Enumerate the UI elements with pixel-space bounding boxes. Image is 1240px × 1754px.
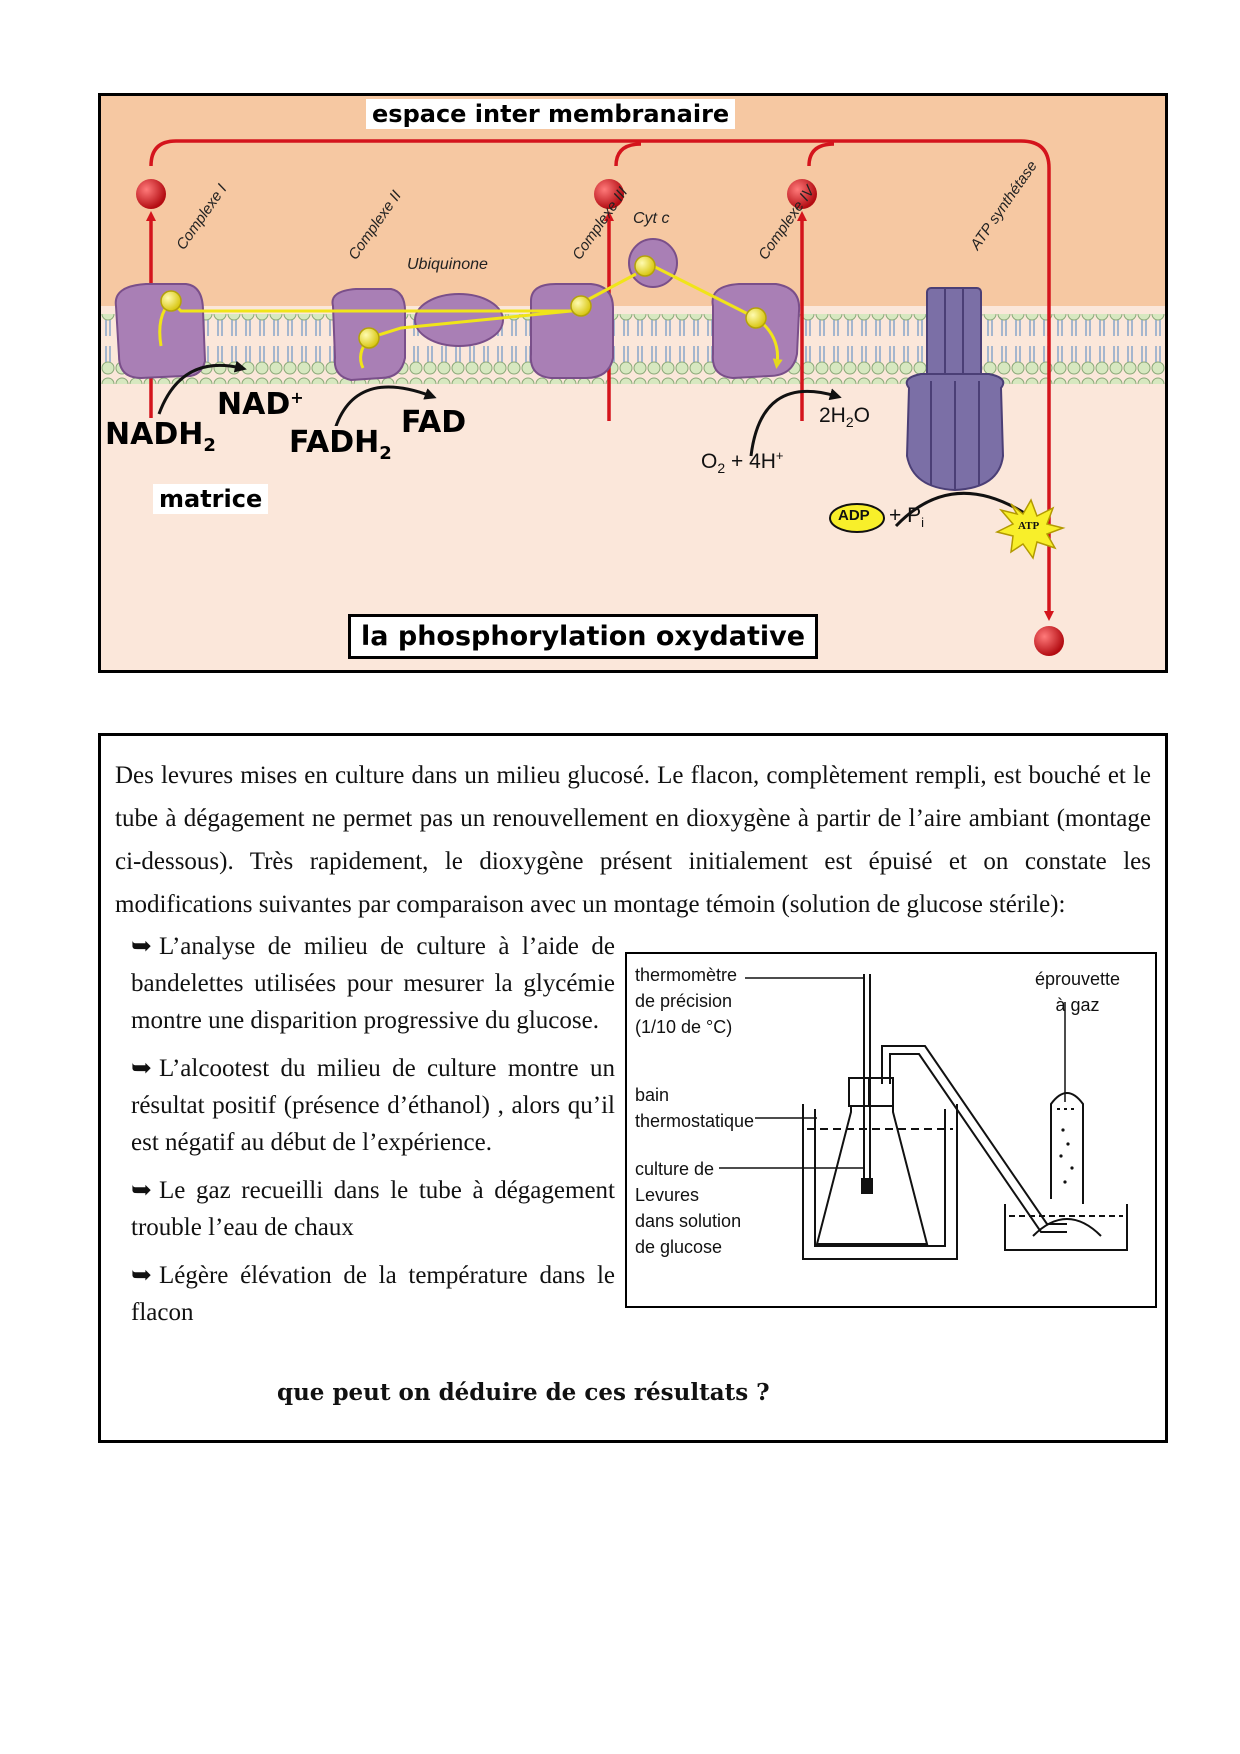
thermometer-label: thermomètre de précision (1/10 de °C)	[635, 965, 738, 1037]
observation-item: ➥Le gaz recueilli dans le tube à dégagem…	[131, 1172, 615, 1246]
bullet-arrow-icon: ➥	[131, 1177, 152, 1204]
adp-label: ADP	[838, 507, 870, 524]
adp-oval	[829, 503, 885, 533]
atp-synthase-protein	[905, 287, 1005, 492]
matrix-label: matrice	[153, 484, 269, 514]
diagram-drawing	[101, 96, 1165, 670]
gas-tube-label: éprouvette à gaz	[1035, 969, 1121, 1015]
nad-label: NAD+	[213, 388, 308, 422]
observations-list: ➥L’analyse de milieu de culture à l’aide…	[131, 928, 615, 1342]
cytc-label: Cyt c	[633, 210, 670, 227]
electron-carriers	[160, 255, 767, 349]
exercise-box: Des levures mises en culture dans un mil…	[98, 733, 1168, 1443]
fadh2-label: FADH2	[285, 426, 396, 465]
question-text: que peut on déduire de ces résultats ?	[277, 1379, 770, 1406]
complex-3-protein	[529, 283, 614, 379]
inner-membrane	[101, 314, 1165, 384]
nadh2-label: NADH2	[101, 418, 220, 457]
observation-item: ➥L’alcootest du milieu de culture montre…	[131, 1050, 615, 1161]
bullet-arrow-icon: ➥	[131, 1055, 152, 1082]
culture-label: culture de Levures dans solution de gluc…	[635, 1159, 742, 1257]
oxidative-phosphorylation-diagram: espace inter membranaire matrice la phos…	[98, 93, 1168, 673]
bath-label: bain thermostatique	[635, 1085, 755, 1131]
water-label: 2H2O	[819, 404, 870, 431]
observation-item: ➥L’analyse de milieu de culture à l’aide…	[131, 928, 615, 1039]
proton-flow-arrows	[146, 139, 1054, 621]
pi-label: + Pi	[889, 504, 924, 531]
proton-balls	[136, 179, 1064, 656]
ubiquinone-protein	[414, 293, 504, 347]
intro-paragraph: Des levures mises en culture dans un mil…	[115, 762, 1151, 918]
ubiquinone-label: Ubiquinone	[407, 256, 488, 273]
bullet-arrow-icon: ➥	[131, 933, 152, 960]
apparatus-drawing	[719, 974, 1128, 1260]
fad-label: FAD	[397, 406, 471, 440]
fermentation-apparatus-figure: thermomètre de précision (1/10 de °C) ép…	[625, 952, 1157, 1308]
bullet-arrow-icon: ➥	[131, 1262, 152, 1289]
complex-4-protein	[711, 283, 801, 380]
atp-star	[994, 498, 1066, 560]
observation-item: ➥Légère élévation de la température dans…	[131, 1257, 615, 1331]
diagram-title: la phosphorylation oxydative	[348, 614, 819, 659]
electron-path	[158, 264, 783, 369]
intermembrane-space-label: espace inter membranaire	[366, 99, 736, 129]
atp-label: ATP	[1018, 520, 1040, 532]
oxygen-label: O2 + 4H+	[701, 448, 784, 477]
